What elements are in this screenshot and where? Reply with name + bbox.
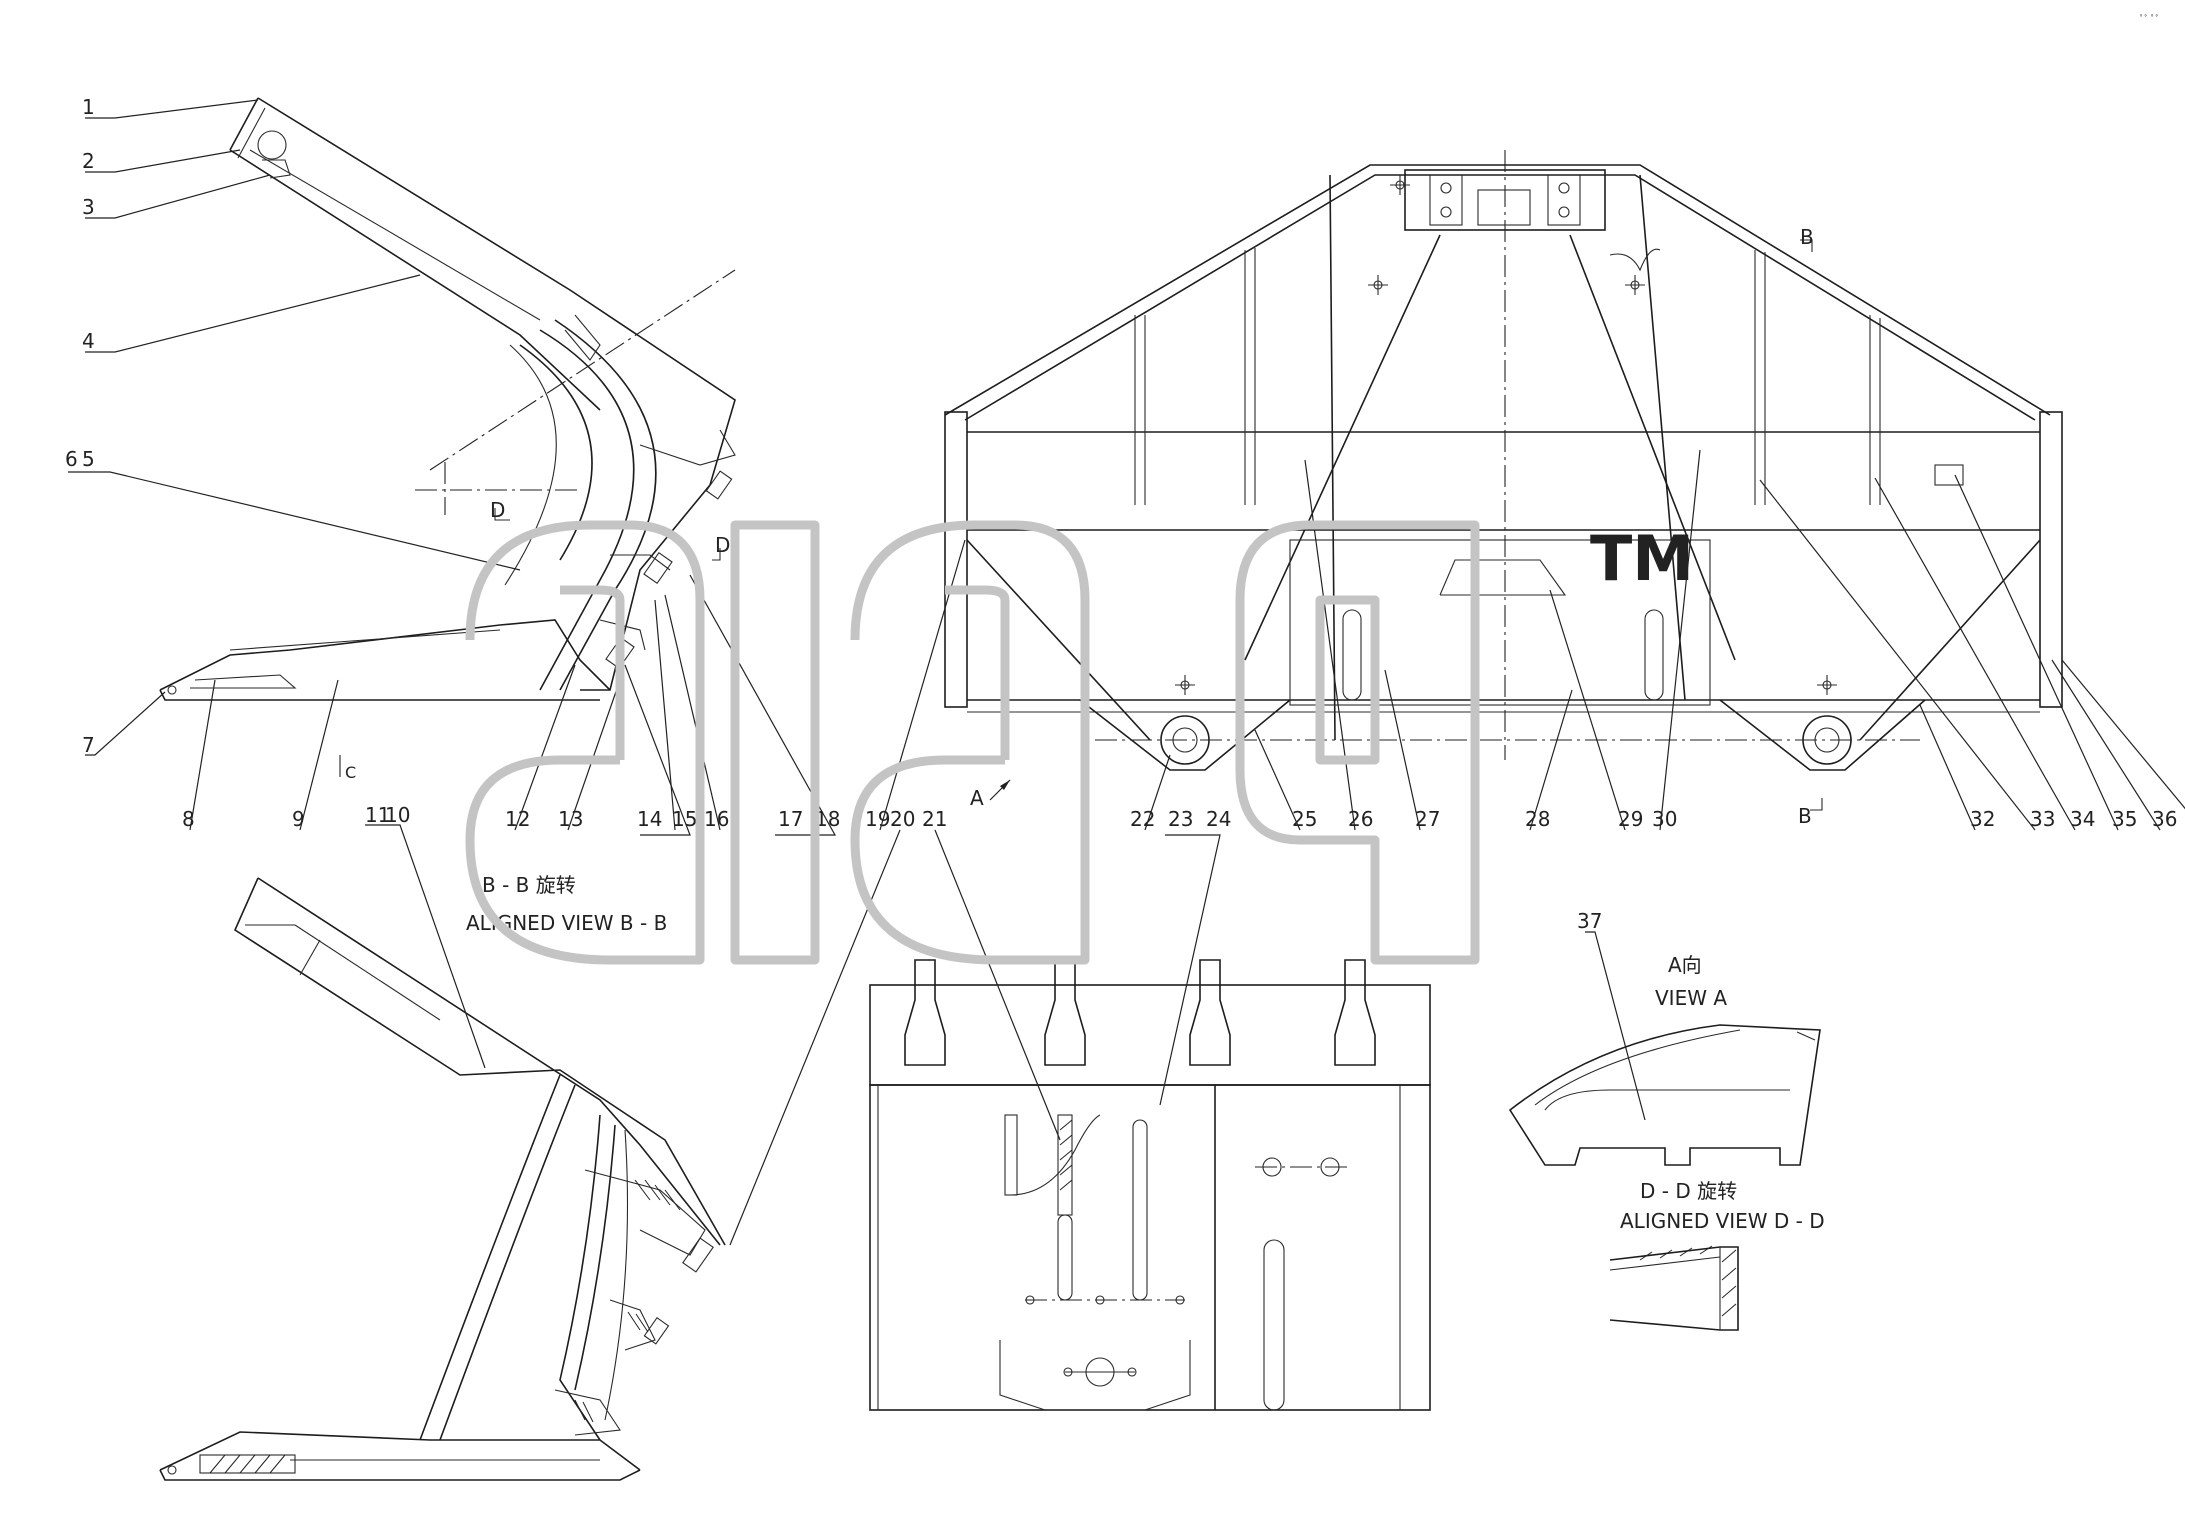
corner-mark: ﾟﾟ ﾟﾟ [2140,14,2160,25]
part-number: 13 [558,807,583,831]
part-number: 4 [82,329,95,353]
section-b-lower: B [1798,804,1812,828]
datum-marks [1175,175,1837,695]
view-captions: B - B 旋转 ALIGNED VIEW B - B A向 VIEW A D … [466,873,1825,1233]
view-dd [1609,1245,1739,1331]
caption-view-a-cn: A向 [1668,953,1702,977]
section-c-mark: C [345,763,356,782]
plan-view [869,959,1431,1411]
caption-dd-cn: D - D 旋转 [1640,1179,1737,1203]
part-number: 11 [365,803,390,827]
part-number: 14 [637,807,662,831]
caption-bb-cn: B - B 旋转 [482,873,576,897]
caption-view-a-en: VIEW A [1655,986,1727,1010]
section-b-upper: B [1800,225,1814,249]
part-number: 29 [1618,807,1643,831]
part-number: 8 [182,807,195,831]
lifting-lugs [904,959,1376,1066]
part-number: 35 [2112,807,2137,831]
part-number: 27 [1415,807,1440,831]
part-number: 17 [778,807,803,831]
part-number: 26 [1348,807,1373,831]
part-number: 34 [2070,807,2095,831]
part-number: 9 [292,807,305,831]
part-number: 30 [1652,807,1677,831]
section-d-upper: D [490,498,505,522]
part-number: 37 [1577,909,1602,933]
side-view-lower [159,877,726,1481]
part-numbers: 1 2 3 4 6 5 7 8 9 12 13 14 15 16 17 18 1… [65,95,2177,933]
part-number: 23 [1168,807,1193,831]
part-number: 21 [922,807,947,831]
part-number: 28 [1525,807,1550,831]
side-view-upper: D D C [159,97,736,782]
hatch-lower [574,1179,681,1423]
watermark-logo: TM [465,520,1694,965]
part-number: 32 [1970,807,1995,831]
caption-dd-en: ALIGNED VIEW D - D [1620,1209,1825,1233]
leader-lines [68,99,2185,1246]
part-number: 2 [82,149,95,173]
part-number: 10 [385,803,410,827]
part-number: 24 [1206,807,1231,831]
section-a-arrow: A [970,786,984,810]
part-number: 7 [82,733,95,757]
part-number: 15 [672,807,697,831]
watermark-trademark: TM [1590,522,1694,595]
section-d-lower: D [715,533,730,557]
front-view: B B A [944,150,2063,828]
part-number: 3 [82,195,95,219]
part-number: 25 [1292,807,1317,831]
part-number: 33 [2030,807,2055,831]
part-number: 6 [65,447,78,471]
part-number: 20 [890,807,915,831]
part-number: 1 [82,95,95,119]
view-a [1508,1024,1821,1166]
part-number: 5 [82,447,95,471]
part-number: 12 [505,807,530,831]
part-number: 36 [2152,807,2177,831]
part-number: 16 [704,807,729,831]
part-number: 19 [865,807,890,831]
part-number: 22 [1130,807,1155,831]
